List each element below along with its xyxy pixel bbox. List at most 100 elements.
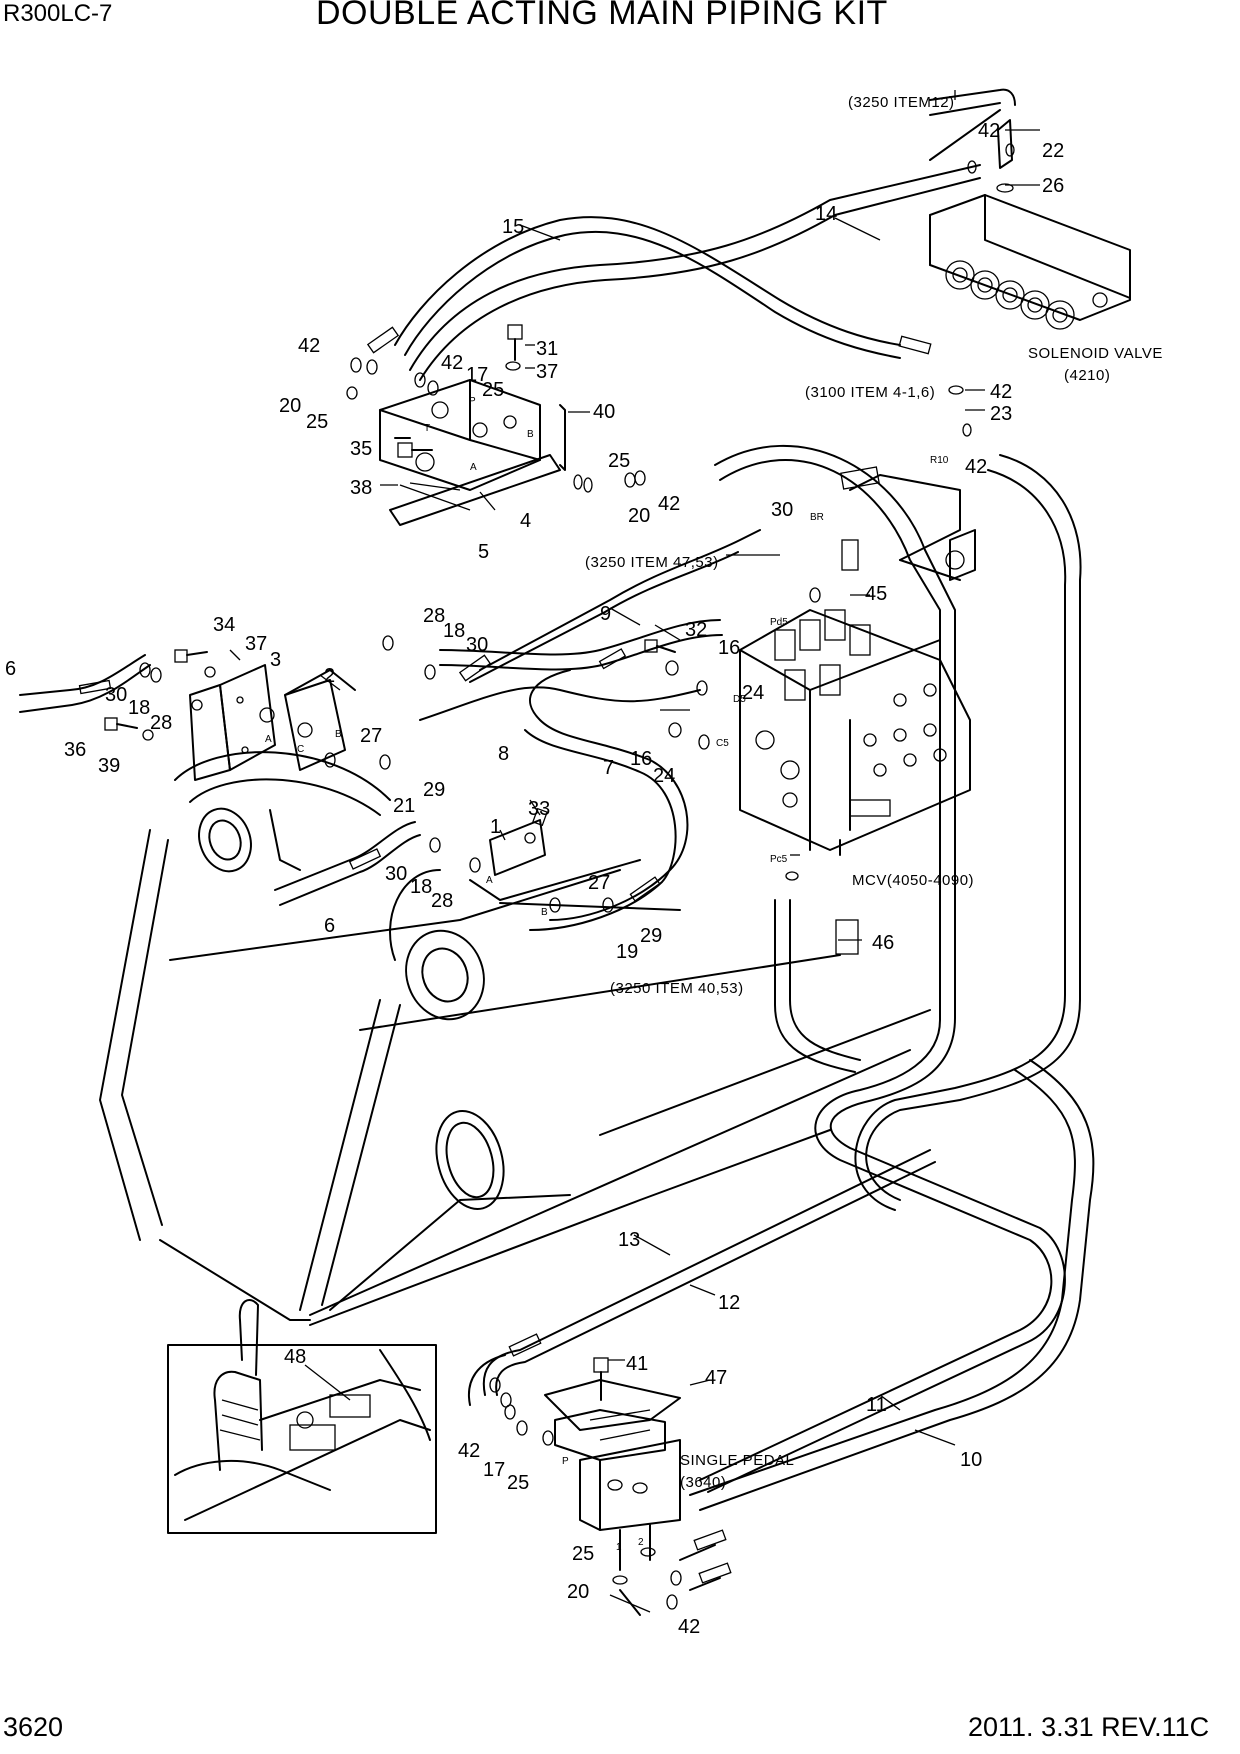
port-2-pedal: 2 — [638, 1537, 644, 1548]
bolts — [104, 324, 676, 1401]
callout-32: 32 — [685, 619, 707, 641]
callout-30: 30 — [105, 684, 127, 706]
callout-4: 4 — [520, 510, 531, 532]
port-p-pedal: P — [562, 1456, 569, 1467]
callout-5: 5 — [478, 541, 489, 563]
callout-40: 40 — [593, 401, 615, 423]
callout-20: 20 — [628, 505, 650, 527]
hoses-12-13 — [467, 1149, 936, 1616]
callout-29: 29 — [423, 779, 445, 801]
note-solenoid-valve: SOLENOID VALVE — [1028, 345, 1163, 362]
port-t: T — [424, 423, 430, 434]
callout-29: 29 — [640, 925, 662, 947]
callout-24: 24 — [742, 682, 764, 704]
callout-10: 10 — [960, 1449, 982, 1471]
arm-valve-plates — [189, 664, 546, 876]
callout-21: 21 — [393, 795, 415, 817]
callout-1: 1 — [490, 816, 501, 838]
model-number: R300LC-7 — [3, 0, 113, 27]
callout-3: 3 — [270, 649, 281, 671]
valve-block-4 — [379, 379, 566, 526]
note-single-pedal: SINGLE PEDAL — [680, 1452, 794, 1469]
cab-inset — [167, 1299, 437, 1534]
callout-25: 25 — [482, 379, 504, 401]
page-number: 3620 — [3, 1712, 64, 1742]
callout-35: 35 — [350, 438, 372, 460]
revision-date: 2011. 3.31 REV.11C — [968, 1712, 1210, 1742]
callout-24: 24 — [653, 765, 675, 787]
callout-12: 12 — [718, 1292, 740, 1314]
port-r10: R10 — [930, 455, 949, 466]
port-br: BR — [810, 512, 824, 523]
hose-bundle-right — [689, 444, 1095, 1511]
port-d5: D5 — [733, 694, 746, 705]
callout-37: 37 — [245, 633, 267, 655]
port-1-pedal: 1 — [616, 1542, 622, 1553]
callout-18: 18 — [410, 876, 432, 898]
callout-31: 31 — [536, 338, 558, 360]
single-pedal — [544, 1379, 681, 1571]
callout-42: 42 — [965, 456, 987, 478]
callout-25: 25 — [572, 1543, 594, 1565]
callout-48: 48 — [284, 1346, 306, 1368]
port-a: A — [470, 462, 477, 473]
note-labels: (3250 ITEM12) SOLENOID VALVE (4210) (310… — [585, 94, 1163, 1491]
port-pd5: Pd5 — [770, 617, 788, 628]
callout-13: 13 — [618, 1229, 640, 1251]
note-3250-item47: (3250 ITEM 47,53) — [585, 554, 719, 571]
port-c5: C5 — [716, 738, 729, 749]
callout-42: 42 — [458, 1440, 480, 1462]
port-a-plate: A — [265, 734, 272, 745]
callout-18: 18 — [443, 620, 465, 642]
callout-45: 45 — [865, 583, 887, 605]
callout-36: 36 — [64, 739, 86, 761]
port-c-plate: C — [297, 744, 304, 755]
callout-28: 28 — [423, 605, 445, 627]
callout-20: 20 — [279, 395, 301, 417]
return-fittings — [835, 466, 976, 955]
leader-lines — [229, 90, 1040, 1613]
callout-8: 8 — [498, 743, 509, 765]
callout-33: 33 — [528, 798, 550, 820]
note-single-pedal-ref: (3640) — [680, 1474, 726, 1491]
note-mcv: MCV(4050-4090) — [852, 872, 974, 889]
callout-42: 42 — [678, 1616, 700, 1638]
callout-27: 27 — [588, 872, 610, 894]
callout-23: 23 — [990, 403, 1012, 425]
callout-18: 18 — [128, 697, 150, 719]
callout-20: 20 — [567, 1581, 589, 1603]
callout-28: 28 — [431, 890, 453, 912]
note-3250-item12: (3250 ITEM12) — [848, 94, 955, 111]
callout-30: 30 — [771, 499, 793, 521]
solenoid-valve — [929, 119, 1131, 330]
port-pc5: Pc5 — [770, 854, 788, 865]
callout-27: 27 — [360, 725, 382, 747]
callout-6: 6 — [324, 915, 335, 937]
callout-19: 19 — [616, 941, 638, 963]
callout-42: 42 — [658, 493, 680, 515]
callout-16: 16 — [630, 748, 652, 770]
callout-38: 38 — [350, 477, 372, 499]
callout-42: 42 — [978, 120, 1000, 142]
callout-42: 42 — [990, 381, 1012, 403]
item-callouts: 42 22 26 14 15 31 37 42 42 17 25 20 25 4… — [5, 120, 1064, 1638]
hoses-14-15 — [366, 88, 1016, 381]
port-b: B — [527, 429, 534, 440]
note-3100-item4: (3100 ITEM 4-1,6) — [805, 384, 935, 401]
callout-25: 25 — [306, 411, 328, 433]
callout-41: 41 — [626, 1353, 648, 1375]
callout-34: 34 — [213, 614, 235, 636]
callout-42: 42 — [298, 335, 320, 357]
callout-16: 16 — [718, 637, 740, 659]
main-control-valve — [739, 609, 971, 856]
callout-17: 17 — [466, 364, 488, 386]
callout-15: 15 — [502, 216, 524, 238]
callout-30: 30 — [466, 634, 488, 656]
callout-26: 26 — [1042, 175, 1064, 197]
port-p: P — [469, 396, 476, 407]
callout-39: 39 — [98, 755, 120, 777]
callout-9: 9 — [600, 603, 611, 625]
callout-7: 7 — [603, 757, 614, 779]
page-title: DOUBLE ACTING MAIN PIPING KIT — [316, 0, 888, 32]
